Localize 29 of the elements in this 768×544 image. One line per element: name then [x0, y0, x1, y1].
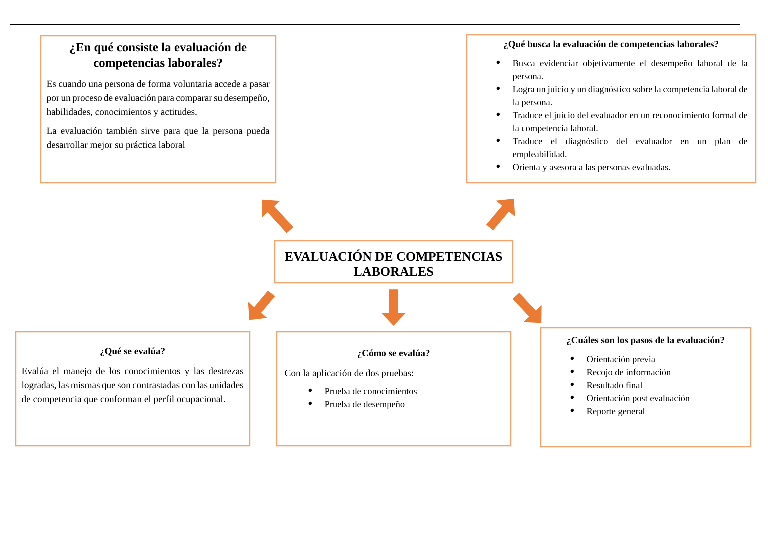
- bullet-item: Prueba de conocimientos: [325, 388, 417, 394]
- text-box: [540, 327, 752, 448]
- bullet-item: Resultado final: [587, 382, 643, 388]
- paragraph: Evalúa el manejo de los conocimientos y las destrezas logradas, las mismas que son contrastadas con las unidades de competencia que conforman el perfil ocupacional.: [22, 368, 244, 404]
- heading: ¿En qué consiste la evaluación de competencias laborales?: [70, 42, 247, 70]
- paragraph: Es cuando una persona de forma voluntaria accede a pasar por un proceso de evaluación para comparar su desempeño, habilidades, conocimientos y actitudes.: [46, 80, 270, 118]
- heading: ¿Cómo se evalúa?: [358, 350, 430, 358]
- bullet-item: Orienta y asesora a las personas evaluadas.: [513, 164, 670, 172]
- paragraph: La evaluación también sirve para que la persona pueda desarrollar mejor su práctica laboral: [47, 127, 270, 150]
- paragraph: Con la aplicación de dos pruebas:: [285, 370, 414, 378]
- bullet-item: Orientación previa: [587, 356, 656, 364]
- bullet-item: Reporte general: [587, 408, 646, 416]
- text-box: [466, 34, 757, 184]
- text-box: [15, 331, 251, 447]
- text-box: [274, 240, 514, 284]
- heading: ¿Qué se evalúa?: [100, 348, 165, 356]
- heading: ¿Qué busca la evaluación de competencias laborales?: [504, 40, 718, 50]
- title: EVALUACIÓN DE COMPETENCIAS LABORALES: [285, 250, 502, 276]
- bullet-item: Busca evidenciar objetivamente el desempeño laboral de la persona.: [512, 60, 748, 82]
- heading: ¿Cuáles son los pasos de la evaluación?: [567, 336, 724, 346]
- bullet-item: Traduce el diagnóstico del evaluador en un plan de empleabilidad.: [512, 138, 748, 160]
- arrow: [512, 292, 542, 324]
- bullet-item: Orientación post evaluación: [587, 395, 690, 404]
- bullet-item: Prueba de desempeño: [325, 401, 405, 410]
- text-box: [40, 35, 277, 184]
- bullet-item: Logra un juicio y un diagnóstico sobre la competencia laboral de la persona.: [513, 86, 748, 108]
- bullet-item: Recojo de información: [587, 368, 671, 378]
- bullet-item: Traduce el juicio del evaluador en un reconocimiento formal de la competencia laboral.: [512, 112, 748, 134]
- text-box: [276, 331, 512, 447]
